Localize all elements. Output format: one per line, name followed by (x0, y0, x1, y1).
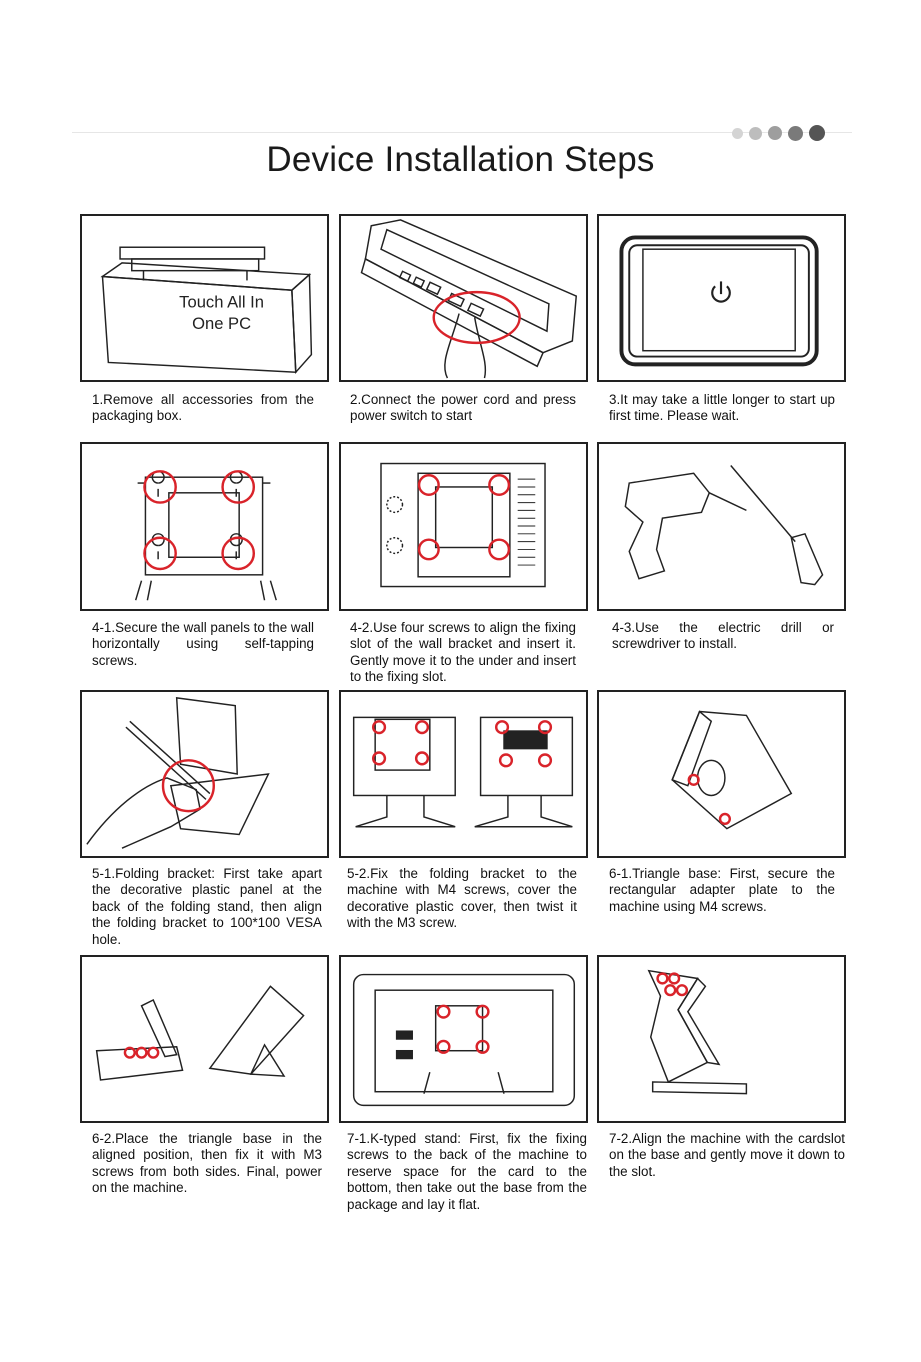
step-4-1-illustration (80, 442, 329, 611)
monitor-power-icon (619, 235, 819, 367)
step-1-caption: 1.Remove all accessories from the packag… (92, 392, 314, 424)
packaging-box-icon: Touch All In One PC (100, 246, 313, 375)
step-4-3-illustration (597, 442, 846, 611)
step-7-2-illustration (597, 955, 846, 1123)
highlight-circles (417, 474, 511, 561)
k-stand-slot-icon (647, 969, 748, 1095)
step-2-illustration (339, 214, 588, 382)
highlight-circles (687, 773, 732, 826)
step-5-2-caption: 5-2.Fix the folding bracket to the machi… (347, 866, 577, 931)
triangle-base-attach-icon (95, 985, 305, 1081)
step-7-1-caption: 7-1.K-typed stand: First, fix the fixing… (347, 1131, 587, 1212)
pager-dot-4 (788, 125, 803, 141)
wall-bracket-icon (134, 470, 277, 601)
step-2-caption: 2.Connect the power cord and press power… (350, 392, 576, 424)
folding-stand-mount-icon (352, 716, 574, 828)
pager-dot-3 (768, 126, 782, 140)
highlight-circles (123, 1046, 160, 1059)
page-title: Device Installation Steps (266, 140, 655, 179)
folding-bracket-icon (86, 697, 270, 849)
step-1-illustration: Touch All In One PC (80, 214, 329, 382)
step-6-1-illustration (597, 690, 846, 858)
box-label-line2: One PC (192, 314, 251, 333)
step-5-1-caption: 5-1.Folding bracket: First take apart th… (92, 866, 322, 947)
highlight-circles (656, 972, 689, 997)
wall-mount-align-icon (380, 462, 546, 588)
step-6-1-caption: 6-1.Triangle base: First, secure the rec… (609, 866, 835, 914)
power-cord-icon (360, 219, 578, 379)
step-3-illustration (597, 214, 846, 382)
step-4-2-illustration (339, 442, 588, 611)
highlight-circles (143, 470, 256, 571)
pager-dot-2 (749, 126, 762, 140)
step-6-2-illustration (80, 955, 329, 1123)
highlight-circle (432, 290, 521, 345)
pager-dots (732, 124, 831, 142)
step-7-1-illustration (339, 955, 588, 1123)
highlight-circles (371, 720, 553, 768)
triangle-base-icon (671, 710, 793, 830)
step-6-2-caption: 6-2.Place the triangle base in the align… (92, 1131, 322, 1196)
k-stand-screws-icon (352, 973, 576, 1107)
step-4-1-caption: 4-1.Secure the wall panels to the wall h… (92, 620, 314, 668)
step-7-2-caption: 7-2.Align the machine with the cardslot … (609, 1131, 845, 1179)
highlight-circles (436, 1004, 490, 1054)
drill-screwdriver-icon (624, 465, 824, 586)
step-5-2-illustration (339, 690, 588, 858)
header-rule (72, 132, 852, 133)
step-4-3-caption: 4-3.Use the electric drill or screwdrive… (612, 620, 834, 652)
step-4-2-caption: 4-2.Use four screws to align the fixing … (350, 620, 576, 685)
step-3-caption: 3.It may take a little longer to start u… (609, 392, 835, 424)
highlight-circle (161, 759, 215, 813)
pager-dot-1 (732, 127, 743, 139)
step-5-1-illustration (80, 690, 329, 858)
pager-dot-5 (809, 125, 825, 141)
box-label-line1: Touch All In (179, 293, 264, 312)
